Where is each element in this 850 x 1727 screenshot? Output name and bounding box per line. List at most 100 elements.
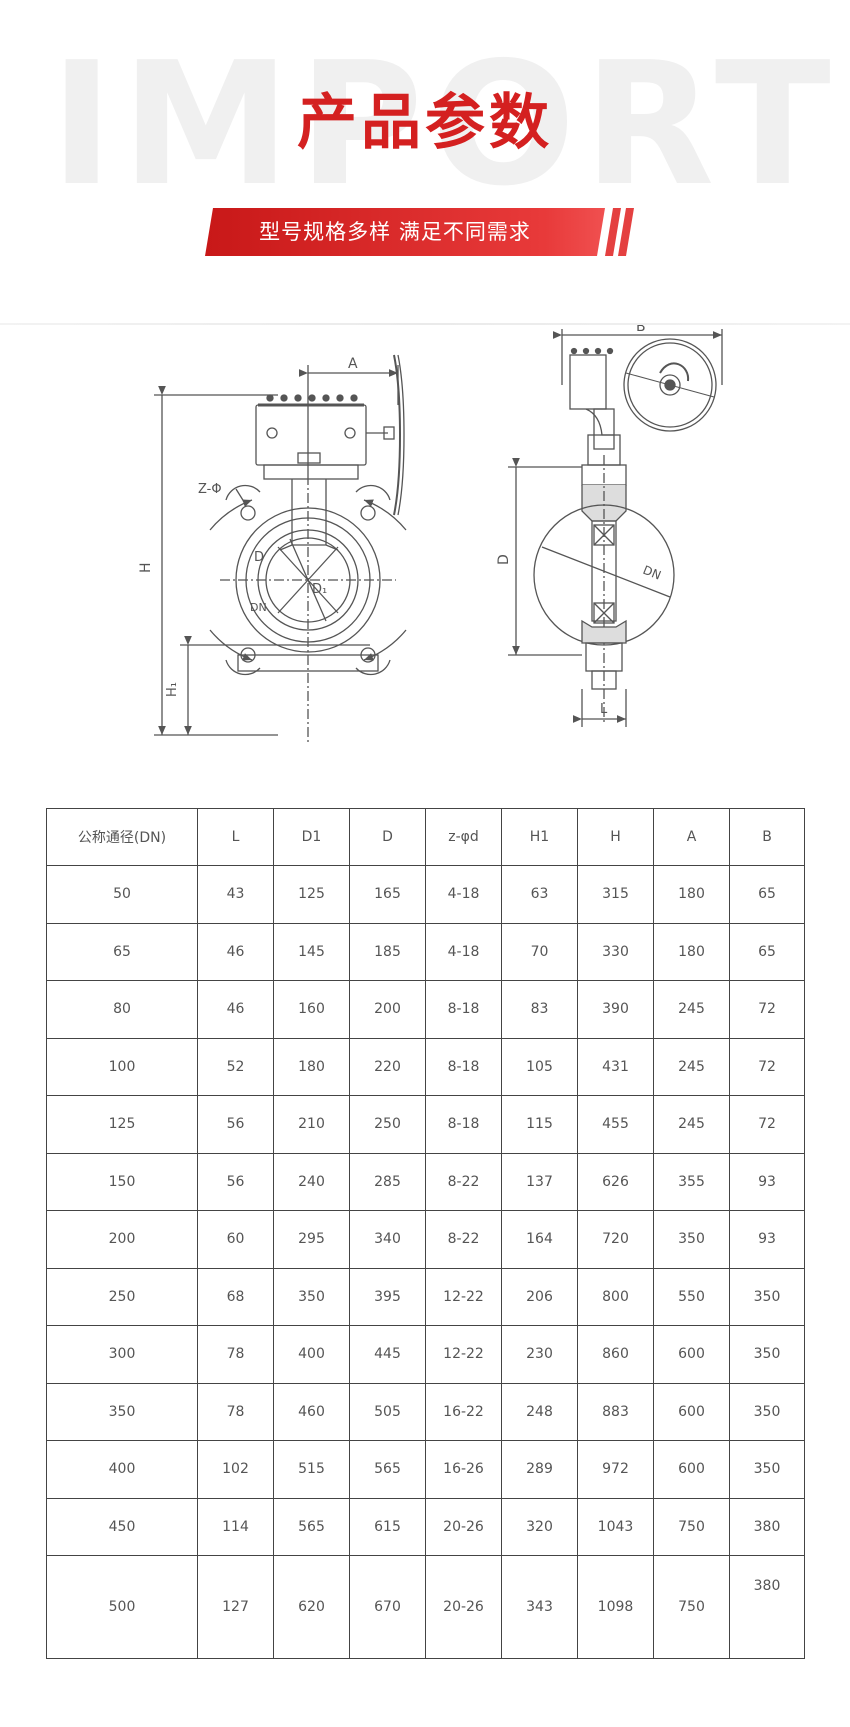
table-cell: 460 <box>273 1382 350 1441</box>
table-cell: 20-26 <box>425 1555 502 1659</box>
table-cell: 102 <box>197 1440 274 1499</box>
table-row: 350 78 460 505 16-22 248 883 600 350 <box>46 1382 805 1441</box>
header-d1: D1 <box>273 808 350 866</box>
table-cell: 450 <box>46 1497 198 1556</box>
table-cell: 750 <box>653 1555 730 1659</box>
table-cell: 164 <box>501 1210 578 1269</box>
page-title: 产品参数 <box>297 88 553 158</box>
table-cell: 93 <box>729 1152 805 1211</box>
table-cell: 46 <box>197 980 274 1039</box>
table-cell: 395 <box>349 1267 426 1326</box>
table-row: 80 46 160 200 8-18 83 390 245 72 <box>46 980 805 1039</box>
table-cell: 972 <box>577 1440 654 1499</box>
table-cell: 285 <box>349 1152 426 1211</box>
dim-label-b: B <box>636 325 646 335</box>
table-cell: 180 <box>273 1037 350 1096</box>
table-row: 150 56 240 285 8-22 137 626 355 93 <box>46 1152 805 1211</box>
table-cell: 455 <box>577 1095 654 1154</box>
table-cell: 83 <box>501 980 578 1039</box>
table-cell: 350 <box>729 1440 805 1499</box>
table-cell: 12-22 <box>425 1267 502 1326</box>
table-cell: 8-18 <box>425 1037 502 1096</box>
table-cell: 56 <box>197 1152 274 1211</box>
table-cell: 620 <box>273 1555 350 1659</box>
table-cell: 1043 <box>577 1497 654 1556</box>
table-cell: 206 <box>501 1267 578 1326</box>
table-cell: 883 <box>577 1382 654 1441</box>
table-cell: 350 <box>729 1267 805 1326</box>
table-cell: 63 <box>501 865 578 924</box>
header-h1: H1 <box>501 808 578 866</box>
dim-label-d1: D₁ <box>312 582 327 597</box>
table-cell: 100 <box>46 1037 198 1096</box>
table-cell: 65 <box>46 922 198 981</box>
table-cell: 93 <box>729 1210 805 1269</box>
table-cell: 400 <box>273 1325 350 1384</box>
table-cell: 125 <box>273 865 350 924</box>
table-cell: 500 <box>46 1555 198 1659</box>
table-cell: 380 <box>729 1497 805 1556</box>
table-cell: 350 <box>653 1210 730 1269</box>
table-cell: 16-22 <box>425 1382 502 1441</box>
table-cell: 340 <box>349 1210 426 1269</box>
table-cell: 565 <box>349 1440 426 1499</box>
table-row: 300 78 400 445 12-22 230 860 600 350 <box>46 1325 805 1384</box>
table-cell: 550 <box>653 1267 730 1326</box>
table-cell: 210 <box>273 1095 350 1154</box>
table-cell: 20-26 <box>425 1497 502 1556</box>
table-cell: 150 <box>46 1152 198 1211</box>
table-cell: 72 <box>729 1095 805 1154</box>
table-cell: 250 <box>46 1267 198 1326</box>
table-cell: 355 <box>653 1152 730 1211</box>
header-a: A <box>653 808 730 866</box>
table-cell: 70 <box>501 922 578 981</box>
table-cell: 320 <box>501 1497 578 1556</box>
table-cell: 8-22 <box>425 1152 502 1211</box>
table-cell: 330 <box>577 922 654 981</box>
table-cell: 390 <box>577 980 654 1039</box>
table-cell: 114 <box>197 1497 274 1556</box>
dim-label-z-phi: Z-Φ <box>198 482 222 497</box>
table-cell: 245 <box>653 980 730 1039</box>
header-d: D <box>349 808 426 866</box>
table-cell: 8-18 <box>425 980 502 1039</box>
specification-table: 公称通径(DN) L D1 D z-φd H1 H A B 50 43 125 … <box>46 808 805 1659</box>
subtitle-banner <box>205 208 634 256</box>
table-cell: 245 <box>653 1037 730 1096</box>
table-header-row: 公称通径(DN) L D1 D z-φd H1 H A B <box>46 808 805 866</box>
dim-label-d-side: D <box>496 554 512 565</box>
table-cell: 78 <box>197 1325 274 1384</box>
table-cell: 115 <box>501 1095 578 1154</box>
table-cell: 350 <box>273 1267 350 1326</box>
table-cell: 315 <box>577 865 654 924</box>
header-h: H <box>577 808 654 866</box>
header-dn: 公称通径(DN) <box>46 808 198 866</box>
table-cell: 46 <box>197 922 274 981</box>
dim-label-dn-side: DN <box>641 563 663 583</box>
table-cell: 295 <box>273 1210 350 1269</box>
table-cell: 400 <box>46 1440 198 1499</box>
table-cell: 200 <box>349 980 426 1039</box>
table-cell: 1098 <box>577 1555 654 1659</box>
valve-technical-drawing: H H₁ A <box>138 325 723 745</box>
background-watermark-word: IMPORT <box>50 26 839 224</box>
table-row: 200 60 295 340 8-22 164 720 350 93 <box>46 1210 805 1269</box>
table-cell: 250 <box>349 1095 426 1154</box>
header-b: B <box>729 808 805 866</box>
table-cell: 68 <box>197 1267 274 1326</box>
table-cell: 16-26 <box>425 1440 502 1499</box>
table-cell: 56 <box>197 1095 274 1154</box>
table-row: 250 68 350 395 12-22 206 800 550 350 <box>46 1267 805 1326</box>
table-cell: 145 <box>273 922 350 981</box>
table-cell: 220 <box>349 1037 426 1096</box>
table-cell: 65 <box>729 922 805 981</box>
divider <box>0 323 850 325</box>
table-cell: 800 <box>577 1267 654 1326</box>
table-cell: 50 <box>46 865 198 924</box>
dim-label-d: D <box>254 550 264 565</box>
table-cell: 445 <box>349 1325 426 1384</box>
dim-label-l: L <box>600 702 608 717</box>
table-cell: 8-22 <box>425 1210 502 1269</box>
table-cell: 245 <box>653 1095 730 1154</box>
table-row: 50 43 125 165 4-18 63 315 180 65 <box>46 865 805 924</box>
